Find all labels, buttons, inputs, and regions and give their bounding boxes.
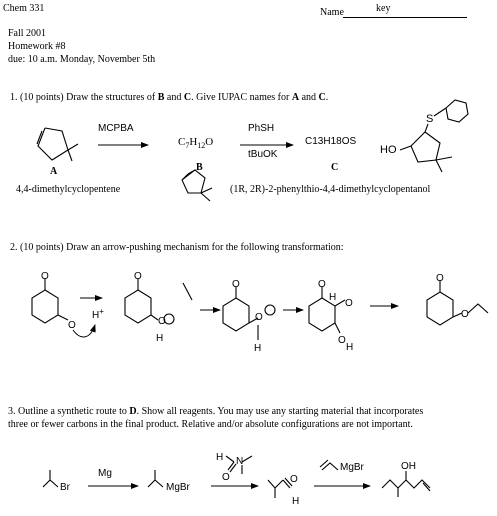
atom-q2-o11: O [461, 309, 469, 320]
name-label: Name [320, 7, 344, 18]
aldehyde-atom-o: O [290, 474, 298, 485]
structure-isopropyl-bromide [42, 470, 59, 488]
atom-q2-h3: H [329, 292, 336, 303]
name-compound-a: 4,4-dimethylcyclopentene [16, 184, 121, 195]
q3-prompt-start: 3. Outline a synthetic route to [8, 406, 130, 417]
q1-reagent-phsh: PhSH [248, 123, 275, 134]
q2-arrow-curved [72, 324, 96, 338]
structure-dmf [225, 455, 253, 474]
atom-s: S [426, 113, 433, 125]
atom-br: Br [60, 482, 71, 493]
structure-q2-product [426, 281, 489, 326]
q3-prompt-line1: 3. Outline a synthetic route to D. Show … [8, 407, 423, 417]
name-field [343, 17, 467, 18]
structure-isobutyraldehyde [267, 477, 293, 498]
q1-reagent-tbuok: tBuOK [248, 149, 278, 160]
aldehyde-atom-h: H [292, 496, 299, 507]
atom-oh: OH [401, 461, 416, 472]
name-compound-c: (1R, 2R)-2-phenylthio-4,4-dimethylcyclop… [230, 184, 431, 195]
q1-reagent-mcpba: MCPBA [98, 123, 134, 134]
q1-prompt-mid: . Give IUPAC names for [191, 92, 292, 103]
q3-prompt-line2: three or fewer carbons in the final prod… [8, 419, 413, 430]
atom-q2-o6: O [255, 312, 263, 323]
formula-7: 7 [185, 141, 190, 151]
q3-reagent-mg: Mg [98, 468, 112, 479]
structure-allyl-grignard [319, 459, 339, 471]
label-c: C [331, 162, 339, 173]
term: Fall 2001 [8, 28, 47, 39]
q1-prompt-period: . [325, 92, 329, 103]
atom-q2-h1: H [156, 333, 163, 344]
q1-prompt-and: and [164, 92, 184, 103]
structure-compound-a [36, 127, 79, 162]
q1-prompt-start: 1. (10 points) Draw the structures of [10, 92, 158, 103]
atom-q2-h2: H [254, 343, 261, 354]
formula-12: 12 [197, 141, 206, 151]
q2-proton: H+ [92, 307, 104, 321]
course-title: Chem 331 [3, 3, 45, 14]
homework-number: Homework #8 [8, 41, 66, 52]
structure-q2-step-4 [308, 287, 346, 334]
formula-o: O [205, 136, 214, 148]
label-b: B [196, 162, 203, 173]
atom-q2-o9: O [338, 335, 346, 346]
grignard-mgbr: MgBr [166, 482, 191, 493]
q3-prompt-end: . Show all reagents. You may use any sta… [136, 406, 424, 417]
q2-prompt: 2. (10 points) Draw an arrow-pushing mec… [10, 242, 344, 253]
atom-q2-o7: O [318, 279, 326, 290]
q1-prompt-c2: C [318, 92, 326, 103]
structure-isopropyl-grignard [147, 470, 164, 488]
q1-prompt-and2: and [299, 92, 319, 103]
formula-c: C [178, 136, 186, 148]
structure-product-d [381, 471, 431, 497]
atom-ho: HO [380, 144, 397, 156]
q1-prompt-b: B [157, 92, 165, 103]
dmf-atom-o: O [222, 472, 230, 483]
atom-q2-o2: O [68, 320, 76, 331]
structure-compound-c [399, 99, 469, 173]
due-date: due: 10 a.m. Monday, November 5th [8, 54, 156, 65]
q1-prompt-a: A [291, 92, 300, 103]
label-a: A [50, 166, 58, 177]
q1-prompt: 1. (10 points) Draw the structures of B … [10, 93, 328, 103]
q1-formula-c13h18os: C13H18OS [305, 136, 357, 147]
atom-q2-o1: O [41, 271, 49, 282]
atom-q2-o10: O [436, 273, 444, 284]
allyl-mgbr: MgBr [340, 462, 365, 473]
structure-q2-step-3 [222, 287, 276, 340]
atom-q2-o4: O [158, 316, 166, 327]
atom-q2-o5: O [232, 279, 240, 290]
structure-compound-b [181, 169, 213, 202]
q1-formula-c7h12o: C7H12O [178, 137, 213, 150]
dmf-atom-h: H [216, 452, 223, 463]
name-value: key [376, 3, 391, 14]
formula-h: H [189, 136, 198, 148]
atom-q2-h4: H [346, 342, 353, 353]
q1-prompt-c: C [183, 92, 192, 103]
structure-q2-step-2 [124, 279, 193, 325]
atom-q2-o3: O [134, 271, 142, 282]
structure-q2-step-1 [31, 279, 69, 324]
dmf-atom-n: N [236, 456, 243, 467]
q3-prompt-d: D [129, 406, 137, 417]
atom-q2-o8: O [345, 298, 353, 309]
